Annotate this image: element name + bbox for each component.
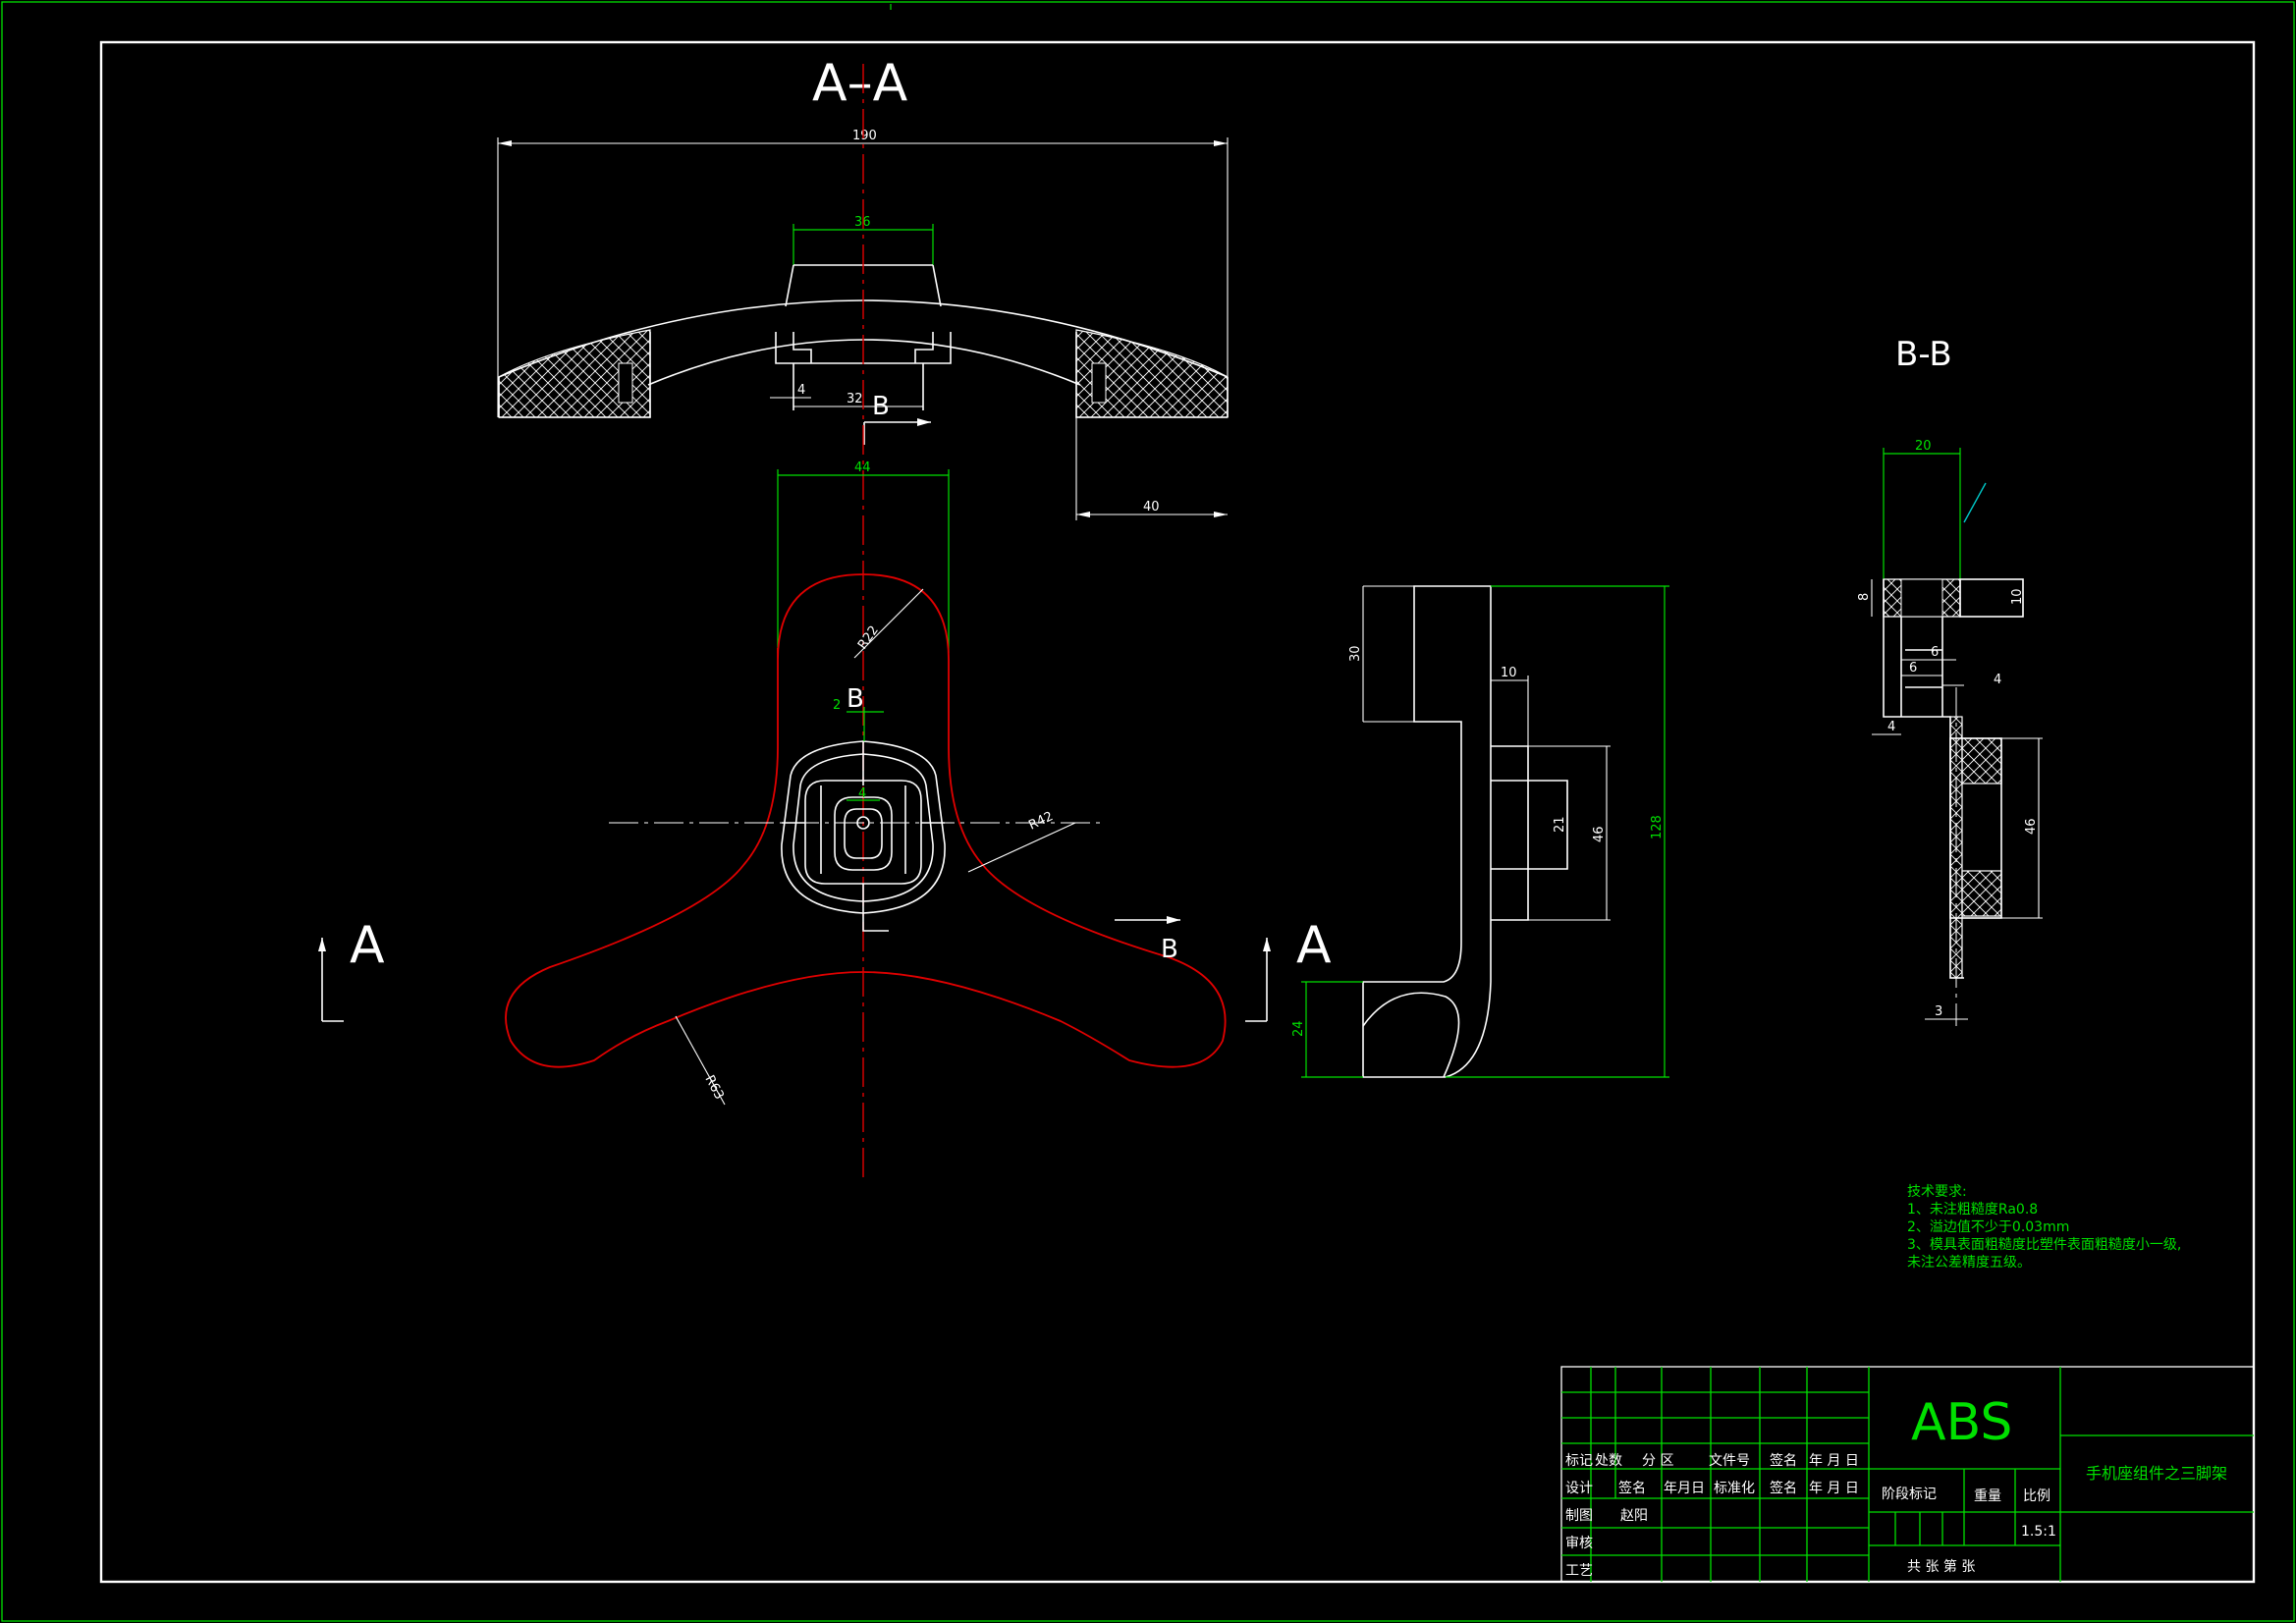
cut-a-left: A (350, 916, 385, 975)
design-date2: 年 月 日 (1809, 1481, 1859, 1496)
tech-notes: 技术要求: 1、未注粗糙度Ra0.8 2、溢边值不少于0.03mm 3、模具表面… (1907, 1184, 2181, 1271)
dim-aa-width: 190 (852, 129, 877, 143)
dim-side-24: 24 (1291, 1020, 1306, 1037)
dim-bb-4a: 4 (1994, 673, 2001, 687)
notes-line2: 2、溢边值不少于0.03mm (1907, 1219, 2069, 1235)
material-label: ABS (1911, 1393, 2012, 1452)
sheet-text: 共 张 第 张 (1907, 1558, 1975, 1575)
dim-bb-20: 20 (1915, 439, 1932, 454)
dim-bb-6b: 6 (1909, 661, 1917, 676)
dim-plan-4: 4 (858, 786, 866, 801)
draw-label: 制图 (1565, 1508, 1593, 1524)
hdr-mark: 标记 (1565, 1453, 1593, 1469)
part-name: 手机座组件之三脚架 (2086, 1464, 2227, 1483)
cut-a-right: A (1296, 916, 1332, 975)
dim-side-21: 21 (1553, 816, 1567, 833)
dim-aa-edge: 40 (1143, 500, 1160, 514)
dim-plan-r63: R63 (701, 1073, 726, 1103)
section-bb-title: B-B (1895, 335, 1952, 374)
scale-label: 比例 (2023, 1488, 2050, 1504)
design-label: 设计 (1565, 1481, 1593, 1496)
title-block: ABS 手机座组件之三脚架 标记 处数 分 区 文件号 签名 年 月 日 设计 … (1560, 1366, 2255, 1583)
draw-name: 赵阳 (1620, 1508, 1648, 1524)
dim-aa-top: 36 (854, 215, 871, 230)
inner-frame (99, 40, 2256, 1584)
side-view: 30 10 21 46 128 24 (1291, 585, 1669, 1078)
weight-label: 重量 (1974, 1488, 2001, 1504)
dim-plan-width: 44 (854, 460, 871, 475)
scale-value: 1.5:1 (2021, 1524, 2056, 1540)
cut-b-center: B (847, 684, 864, 714)
design-std: 标准化 (1714, 1481, 1755, 1496)
section-aa-title: A–A (812, 54, 908, 113)
hdr-count: 处数 (1595, 1453, 1622, 1469)
review-label: 审核 (1565, 1536, 1593, 1551)
dim-plan-r22: R22 (855, 623, 882, 653)
dim-plan-2: 2 (833, 698, 841, 713)
hdr-date: 年 月 日 (1809, 1453, 1859, 1469)
dim-plan-r42: R42 (1026, 809, 1056, 833)
section-aa-view: A–A 190 36 4 32 (497, 54, 1229, 520)
cut-b-right: B (1161, 935, 1178, 964)
cut-b-top: B (872, 392, 890, 421)
plan-view: 44 R22 R42 R63 4 2 B B (318, 460, 1332, 1106)
hdr-file: 文件号 (1709, 1453, 1750, 1469)
notes-line3: 3、模具表面粗糙度比塑件表面粗糙度小一级, (1907, 1237, 2181, 1253)
dim-bb-8: 8 (1857, 593, 1872, 601)
stage-label: 阶段标记 (1882, 1487, 1937, 1502)
dim-bb-10: 10 (2010, 588, 2025, 605)
dim-side-30: 30 (1348, 645, 1363, 662)
design-sign2: 签名 (1770, 1480, 1797, 1496)
dim-bb-46: 46 (2024, 818, 2039, 835)
dim-side-10: 10 (1501, 666, 1517, 680)
hdr-zone: 分 区 (1642, 1453, 1673, 1469)
dim-bb-3: 3 (1935, 1004, 1942, 1019)
dim-aa-small: 4 (797, 383, 805, 398)
process-label: 工艺 (1565, 1563, 1593, 1579)
dim-bb-4b: 4 (1887, 720, 1895, 734)
dim-side-128: 128 (1650, 815, 1665, 839)
notes-line4: 未注公差精度五级。 (1907, 1255, 2031, 1271)
dim-bb-6a: 6 (1931, 645, 1939, 660)
section-bb-view: B-B 20 8 10 6 6 4 4 46 3 (1857, 335, 2043, 1026)
dim-aa-inner: 32 (847, 392, 863, 406)
dim-side-46: 46 (1592, 826, 1607, 842)
design-date: 年月日 (1664, 1481, 1705, 1496)
design-sign: 签名 (1618, 1480, 1646, 1496)
notes-title: 技术要求: (1907, 1184, 1967, 1200)
notes-line1: 1、未注粗糙度Ra0.8 (1907, 1202, 2038, 1217)
hdr-sign: 签名 (1770, 1452, 1797, 1469)
